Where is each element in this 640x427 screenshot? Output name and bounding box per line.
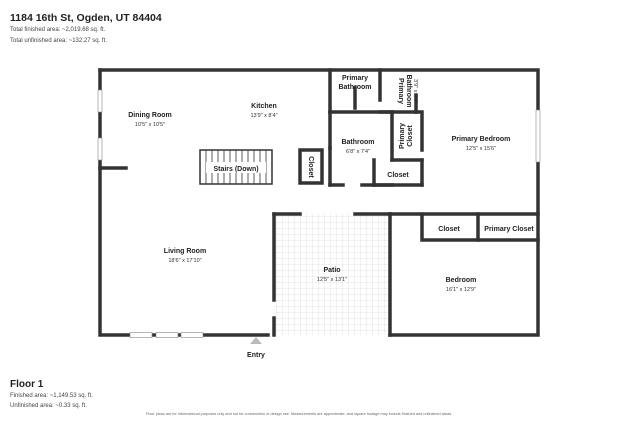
patio-dims: 12'5" x 13'1" [317,277,347,283]
living-room-dims: 18'6" x 17'10" [168,258,201,264]
windows [97,89,541,338]
primary-bedroom-label: Primary Bedroom [452,136,511,143]
primary-closet-label: Primary Closet [484,226,534,233]
primary-bathroom-label: Primary [342,75,368,82]
primary-bathroom-label-2: Bathroom [338,84,371,91]
property-address: 1184 16th St, Ogden, UT 84404 [10,12,162,24]
bedroom-dims: 16'1" x 12'9" [446,287,476,293]
floor-unfinished-area: Unfinished area: ~0.33 sq. ft. [10,403,87,409]
bathroom-dims: 6'8" x 7'4" [346,149,370,155]
kitchen-label: Kitchen [251,103,277,110]
walls [98,68,540,337]
entry-label: Entry [247,352,265,359]
stairs-label: Stairs (Down) [213,166,258,173]
primary-bedroom-dims: 12'5" x 15'6" [466,146,496,152]
floor-title: Floor 1 [10,379,44,390]
dining-room-label: Dining Room [128,112,172,119]
patio-tile-area [274,214,390,335]
bathroom-label: Bathroom [341,139,374,146]
closet-bath-label: Closet [387,172,409,179]
total-unfinished-area: Total unfinished area: ~132.27 sq. ft. [10,38,107,44]
closet-small-vertical: Closet [307,156,314,178]
closet-small-label: Closet [307,156,314,178]
bedroom-label: Bedroom [446,277,477,284]
entry-arrow-icon [250,337,262,344]
primary-closet-v-label-2: Closet [407,125,414,147]
primary-bathroom-vertical: Primary Bathroom 3'9" x 4'4" [397,74,418,107]
stairs-down [199,149,273,185]
kitchen-dims: 13'9" x 8'4" [250,113,277,119]
floor-finished-area: Finished area: ~1,149.53 sq. ft. [10,393,93,399]
living-room-label: Living Room [164,248,206,255]
primary-bathroom-v-dims: 3'9" x 4'4" [412,79,418,103]
primary-closet-vertical: Primary Closet [399,123,414,149]
total-finished-area: Total finished area: ~2,019.68 sq. ft. [10,27,106,33]
primary-closet-v-label: Primary [399,123,406,149]
patio-label: Patio [323,267,340,274]
dining-room-dims: 10'5" x 10'5" [135,122,165,128]
disclaimer: Floor plans are for informational purpos… [146,412,453,416]
primary-bathroom-v-label: Primary [397,78,404,104]
closet-bed-label: Closet [438,226,460,233]
primary-bathroom-v-label-2: Bathroom [405,74,412,107]
